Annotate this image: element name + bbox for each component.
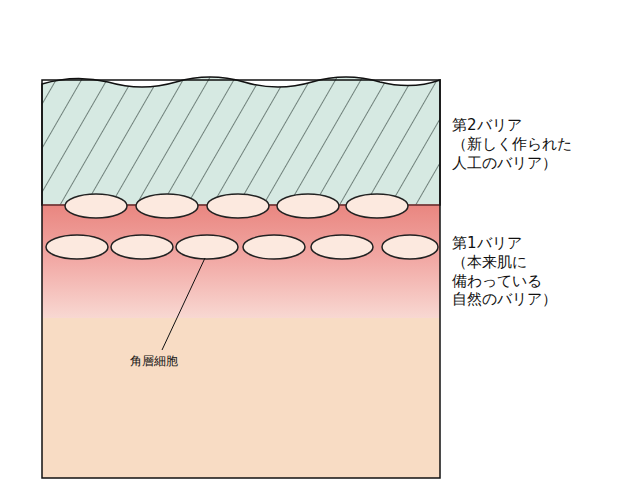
barrier-label: 第2バリア （新しく作られた 人工のバリア）	[452, 116, 587, 172]
corneocytes	[46, 194, 438, 259]
barrier-label: 第1バリア （本来肌に 備わっている 自然のバリア）	[452, 234, 587, 309]
lower-skin	[42, 318, 440, 478]
callout-label: 角層細胞	[130, 354, 178, 369]
first-barrier-layer	[42, 205, 440, 318]
section-outline	[42, 80, 440, 478]
leader-line	[162, 258, 205, 350]
second-barrier-layer	[42, 77, 440, 205]
